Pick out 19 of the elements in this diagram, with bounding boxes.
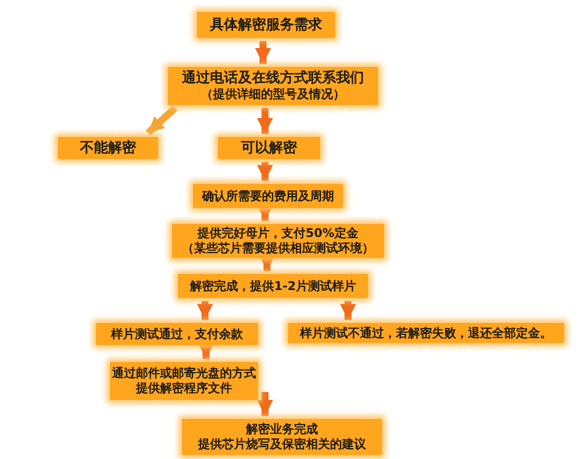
arrow xyxy=(197,301,213,320)
process-box: 样片测试通过，支付余款 xyxy=(96,323,258,345)
process-box: 不能解密 xyxy=(58,137,158,159)
process-box: 提供完好母片，支付50%定金 （某些芯片需要提供相应测试环境） xyxy=(172,224,384,258)
process-box: 样片测试不通过，若解密失败，退还全部定金。 xyxy=(288,323,564,343)
arrow xyxy=(255,41,271,64)
process-box: 可以解密 xyxy=(218,137,320,159)
process-box: 通过电话及在线方式联系我们 （提供详细的型号及情况） xyxy=(168,67,378,105)
process-box: 解密完成，提供1-2片测试样片 xyxy=(178,274,368,298)
arrow xyxy=(257,108,273,134)
arrow xyxy=(198,343,214,359)
arrow xyxy=(340,301,356,320)
arrow xyxy=(257,162,273,181)
process-box: 具体解密服务需求 xyxy=(197,12,335,38)
arrow xyxy=(257,392,273,416)
process-box: 确认所需要的费用及周期 xyxy=(193,184,343,208)
process-box: 通过邮件或邮寄光盘的方式提供解密程序文件 xyxy=(110,362,258,400)
process-box: 解密业务完成 提供芯片烧写及保密相关的建议 xyxy=(182,419,382,455)
arrow xyxy=(146,105,178,136)
